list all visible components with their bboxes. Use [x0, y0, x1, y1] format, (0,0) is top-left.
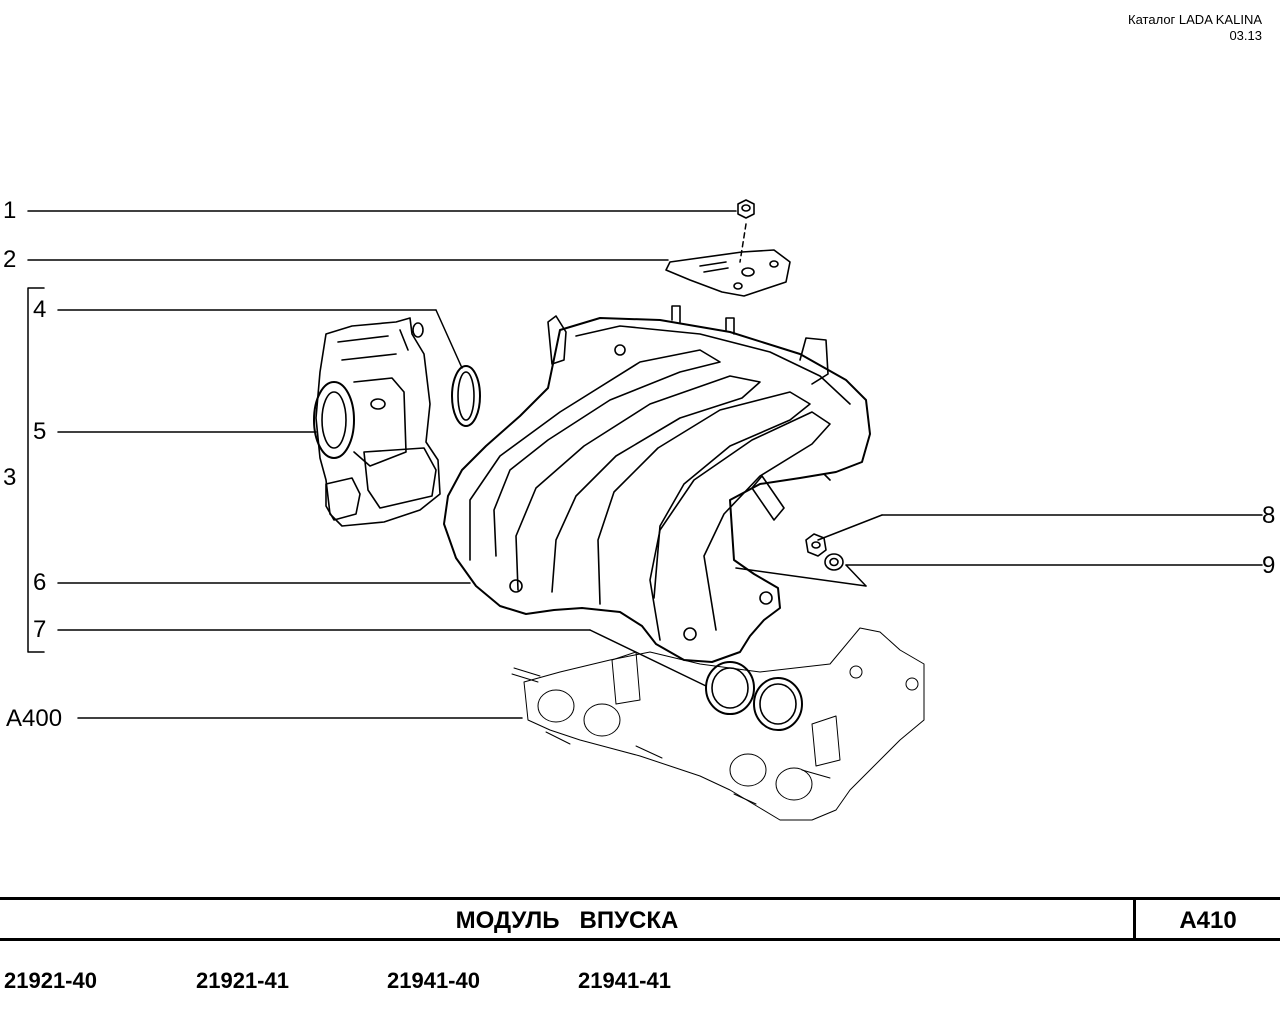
- catalog-name: Каталог LADA KALINA: [1128, 12, 1262, 27]
- callout-5: 5: [33, 418, 47, 445]
- catalog-header: Каталог LADA KALINA 03.13: [1128, 12, 1262, 44]
- callout-7: 7: [33, 616, 47, 643]
- intake-module-exploded-diagram: [27, 199, 1263, 821]
- cylinder-head-reference: [511, 627, 925, 821]
- callout-6: 6: [33, 569, 47, 596]
- callout-9: 9: [1262, 552, 1276, 579]
- part-7-gasket: [705, 661, 803, 731]
- title-band: МОДУЛЬ ВПУСКА A410: [0, 897, 1280, 941]
- group-bracket: [27, 287, 45, 653]
- model-code: 21941-40: [387, 968, 480, 993]
- model-code: 21941-41: [578, 968, 671, 993]
- callout-2: 2: [3, 246, 17, 273]
- section-code: A410: [1179, 907, 1237, 934]
- model-code: 21921-41: [196, 968, 289, 993]
- part-1-nut: [737, 199, 755, 219]
- catalog-date: 03.13: [1229, 28, 1262, 43]
- callout-a400: A400: [6, 705, 63, 732]
- callout-8: 8: [1262, 502, 1276, 529]
- callout-4: 4: [33, 296, 47, 323]
- leader-lines: [27, 210, 1263, 719]
- part-4-o-ring: [451, 365, 481, 427]
- part-8-nut: [805, 533, 827, 557]
- part-2-bracket: [665, 249, 791, 297]
- title-separator: [1133, 900, 1136, 938]
- page-title: МОДУЛЬ ВПУСКА: [455, 907, 679, 934]
- callout-1: 1: [3, 197, 17, 224]
- part-6-intake-manifold: [443, 305, 871, 663]
- part-5-throttle-body: [313, 317, 441, 527]
- part-9-washer: [824, 553, 844, 571]
- callout-3: 3: [3, 464, 17, 491]
- model-code: 21921-40: [4, 968, 97, 993]
